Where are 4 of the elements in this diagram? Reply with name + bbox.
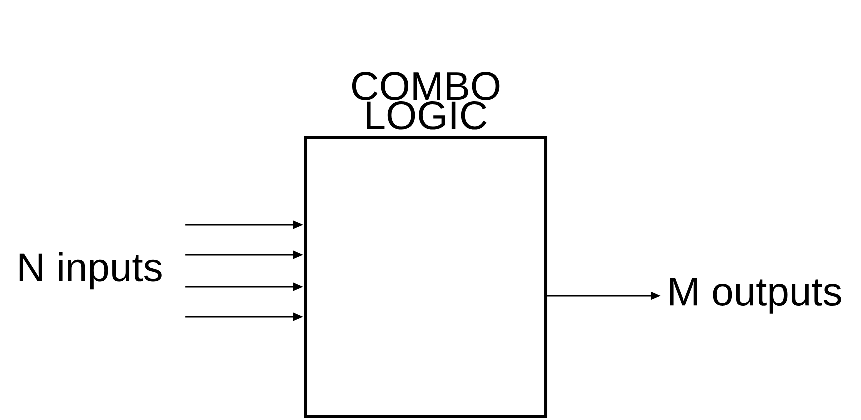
signal-label: N inputs <box>20 252 162 290</box>
logic-box <box>304 72 548 418</box>
block-title: COMBO LOGIC <box>352 72 500 130</box>
signal-label: M outputs <box>670 278 842 314</box>
